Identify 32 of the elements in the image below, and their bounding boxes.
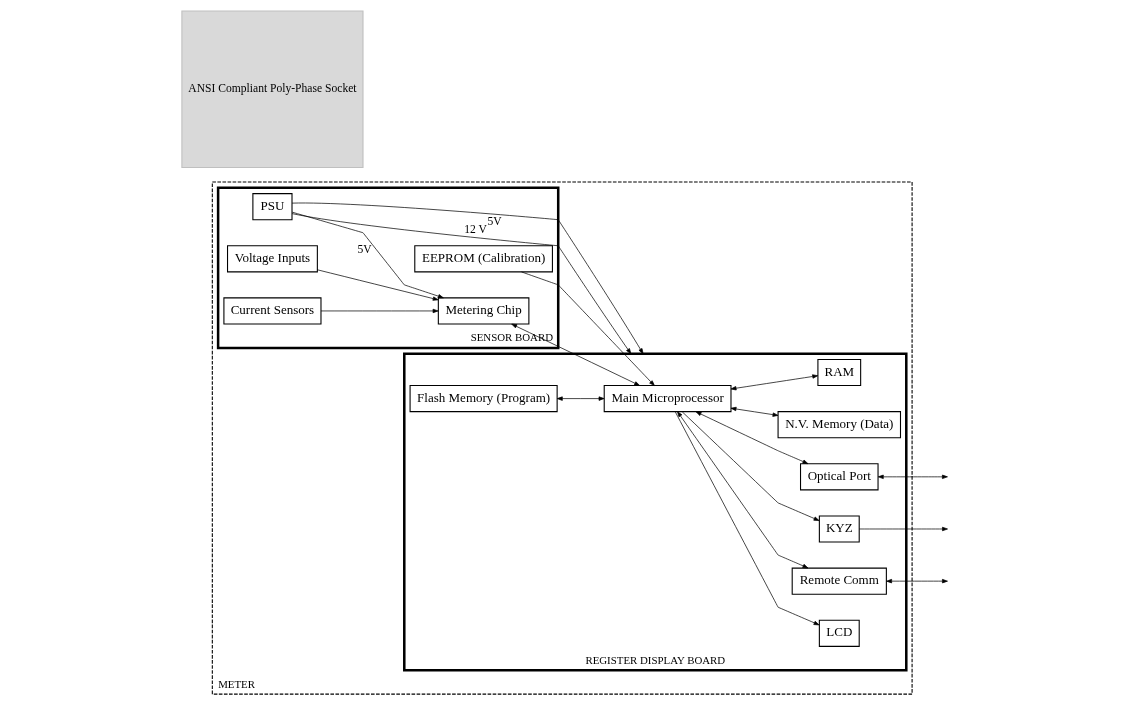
node-box: LCD (818, 619, 860, 647)
node-box: EEPROM (Calibration) (414, 245, 553, 273)
node-box: KYZ (818, 515, 860, 543)
edge-label: 12 V (464, 223, 487, 237)
node-box: Metering Chip (437, 297, 530, 325)
node-box: PSU (252, 193, 293, 221)
node-box: Main Microprocessor (603, 385, 732, 413)
arrow (677, 411, 809, 569)
node-box: Remote Comm (791, 567, 887, 595)
arrow (681, 411, 820, 521)
arrow (886, 579, 948, 584)
arrow (556, 396, 605, 401)
arrow (521, 271, 655, 386)
arrow (291, 211, 444, 299)
node-box: Optical Port (800, 463, 879, 491)
node-box: Flash Memory (Program) (409, 385, 558, 413)
arrow (730, 406, 779, 417)
node-box: ANSI Compliant Poly-Phase Socket (181, 10, 364, 169)
arrow (511, 323, 640, 386)
arrow (877, 474, 948, 479)
arrow (730, 374, 819, 391)
node-box: RAM (817, 358, 862, 387)
edge-label: 5V (487, 215, 502, 229)
node-box: N.V. Memory (Data) (777, 411, 902, 439)
arrow (320, 308, 439, 314)
node-box: Current Sensors (223, 297, 322, 325)
arrow (674, 411, 820, 626)
arrow (317, 269, 439, 301)
arrow (695, 411, 809, 464)
arrow (858, 526, 948, 532)
node-box: Voltage Inputs (227, 245, 318, 273)
edge-label: 5V (357, 243, 372, 257)
